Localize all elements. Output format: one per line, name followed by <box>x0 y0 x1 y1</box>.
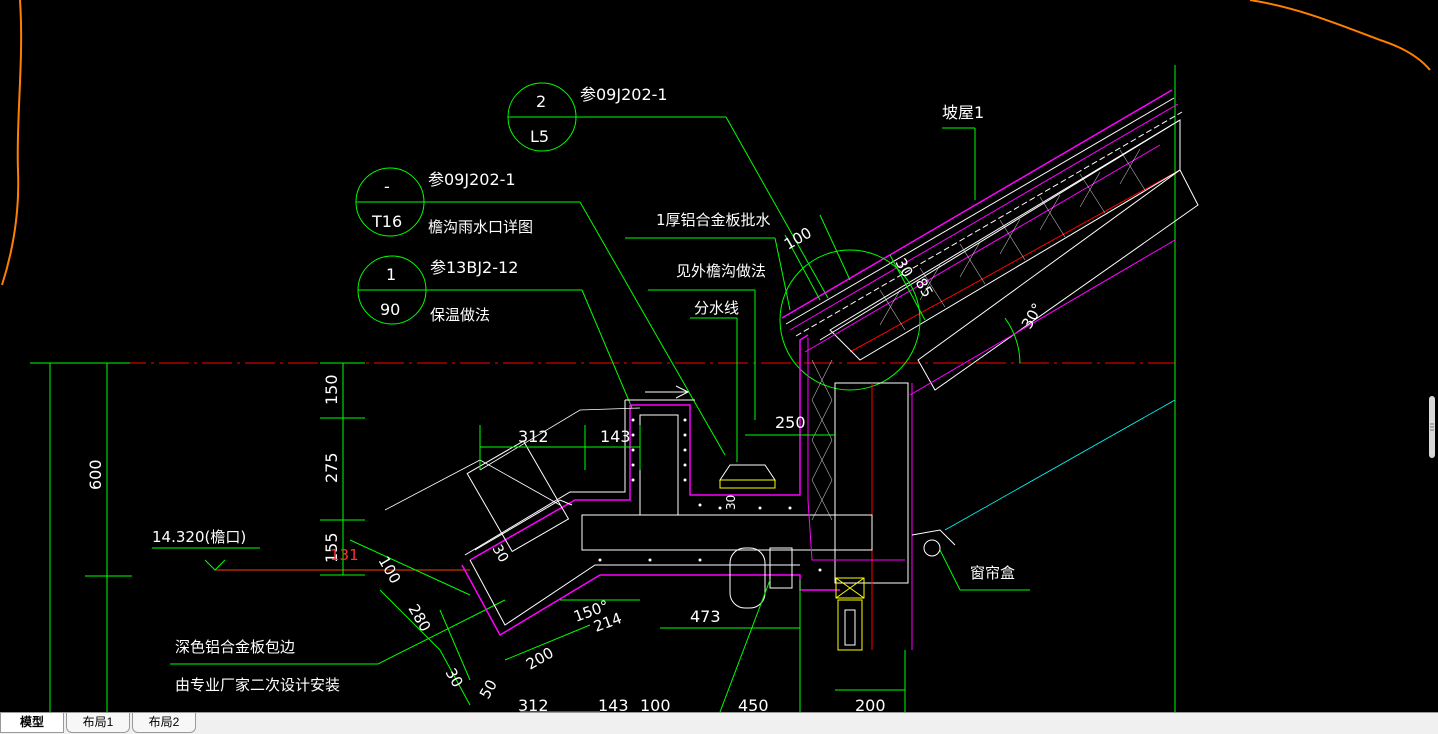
label-cladding-1: 深色铝合金板包边 <box>175 638 295 656</box>
orange-boundary-left <box>1 0 23 286</box>
elevation-triangle <box>204 559 226 571</box>
callout-2-ref: 参09J202-1 <box>580 85 668 104</box>
dim-155: 155 <box>322 532 341 563</box>
window-frame <box>835 577 865 651</box>
label-water-divide: 分水线 <box>694 299 739 317</box>
callout-t16-top: - <box>384 177 390 196</box>
callout-t16-ref: 参09J202-1 <box>428 170 516 189</box>
dim-143-bottom: 143 <box>598 696 629 712</box>
dim-100-slope: 100 <box>781 224 815 254</box>
dim-275: 275 <box>322 452 341 483</box>
dim-143-top: 143 <box>600 427 631 446</box>
curtain-box <box>911 399 1176 557</box>
dim-280: 280 <box>405 601 435 635</box>
dim-600: 600 <box>86 459 105 490</box>
label-cladding-2: 由专业厂家二次设计安装 <box>175 676 340 694</box>
drain-arrow <box>645 385 690 399</box>
slope-dims <box>784 214 926 321</box>
callout-90-ref: 参13BJ2-12 <box>430 258 518 277</box>
dim-50: 50 <box>476 676 501 702</box>
wall-hatch <box>811 359 833 521</box>
callout-90[interactable]: 1 90 参13BJ2-12 保温做法 <box>357 255 633 409</box>
dim-200-bottom: 200 <box>855 696 886 712</box>
layout-tab-bar: 模型 布局1 布局2 <box>0 712 1438 734</box>
angle-arc-30 <box>1004 317 1021 364</box>
orange-boundary-top <box>1249 0 1431 71</box>
dim-312-top: 312 <box>518 427 549 446</box>
tab-model[interactable]: 模型 <box>0 713 64 733</box>
roof-slope <box>781 89 1199 396</box>
dim-450: 450 <box>738 696 769 712</box>
dim-100-bottom: 100 <box>640 696 671 712</box>
eave-elevation-label: 14.320(檐口) <box>152 528 246 546</box>
label-slope-roof: 坡屋1 <box>942 103 984 122</box>
dim-30-mid: 30 <box>489 542 512 565</box>
label-gutter-method: 见外檐沟做法 <box>676 262 766 280</box>
label-aluminum-flashing: 1厚铝合金板批水 <box>656 211 771 229</box>
callout-2-bottom: L5 <box>530 127 549 146</box>
gutter-dims <box>349 425 906 712</box>
callout-t16[interactable]: - T16 参09J202-1 檐沟雨水口详图 <box>355 167 726 456</box>
tab-layout-2[interactable]: 布局2 <box>132 713 196 733</box>
angle-30: 30° <box>1018 300 1047 332</box>
callout-2-l5[interactable]: 2 L5 参09J202-1 <box>507 82 829 299</box>
dim-473: 473 <box>690 607 721 626</box>
callout-90-bottom: 90 <box>380 300 400 319</box>
structure <box>384 334 913 650</box>
callout-t16-desc: 檐沟雨水口详图 <box>428 218 533 236</box>
dim-30-small: 30 <box>724 495 738 510</box>
label-curtain-box: 窗帘盒 <box>970 564 1015 582</box>
drawing-canvas[interactable]: 600 150 275 155 14.320(檐口) 131 2 L5 参09J… <box>0 0 1438 712</box>
tab-layout-1[interactable]: 布局1 <box>66 713 130 733</box>
callout-90-top: 1 <box>386 265 396 284</box>
gutter-insulation-dots <box>598 418 822 572</box>
dim-30-low: 30 <box>442 665 467 691</box>
dim-312-bottom: 312 <box>518 696 549 712</box>
dim-250: 250 <box>775 413 806 432</box>
detail-circle <box>779 249 921 391</box>
callout-t16-bottom: T16 <box>371 212 402 231</box>
callout-90-desc: 保温做法 <box>430 306 490 324</box>
vertical-scrollbar[interactable] <box>1428 396 1436 458</box>
dim-131: 131 <box>330 546 359 564</box>
dim-150: 150 <box>322 374 341 405</box>
annotation-leaders <box>170 127 1030 665</box>
dim-200-low: 200 <box>523 644 557 674</box>
left-dimensions <box>30 362 365 712</box>
callout-2-top: 2 <box>536 92 546 111</box>
insulation-hatch <box>879 148 1146 331</box>
